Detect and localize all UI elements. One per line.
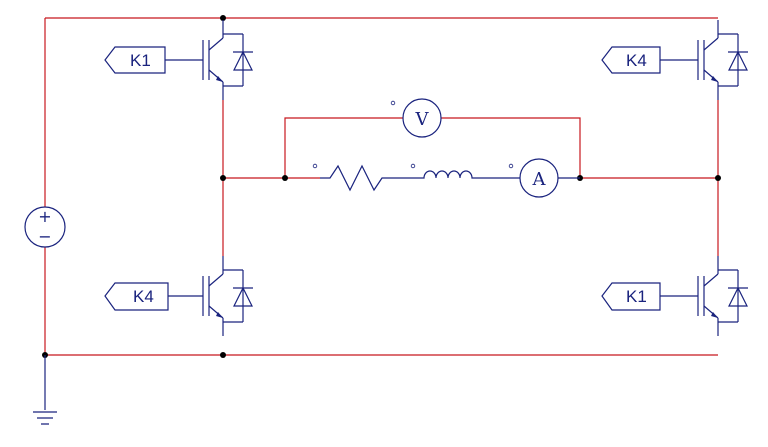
switch-top-right: K4: [601, 19, 749, 101]
ammeter: A: [508, 158, 580, 198]
voltmeter-label: V: [415, 109, 430, 130]
voltmeter: V: [390, 98, 442, 138]
gate-label-bottom-right: K1: [626, 287, 647, 306]
igbt-with-diode-icon: [202, 255, 254, 337]
source-plus-sign: +: [38, 207, 51, 226]
ammeter-pin-marker: [508, 163, 514, 169]
resistor-pin-marker: [312, 163, 318, 169]
gate-signal-tag: [601, 282, 661, 311]
gate-signal-tag: [104, 282, 169, 311]
node-mid-right: [715, 175, 721, 181]
igbt-with-diode-icon: [697, 255, 749, 337]
igbt-with-diode-icon: [202, 19, 254, 101]
voltmeter-pin-marker: [390, 100, 396, 106]
switch-top-left: K1: [104, 19, 254, 101]
gate-signal-tag: [601, 46, 661, 74]
node-top-left: [220, 15, 226, 21]
source-minus-sign: −: [38, 227, 51, 246]
ammeter-label: A: [532, 169, 547, 190]
voltmeter-left-wire: [284, 117, 403, 178]
resistor-icon: [312, 163, 410, 192]
voltmeter-right-wire: [441, 117, 581, 178]
gate-label-top-left: K1: [130, 51, 151, 70]
voltmeter-icon: [402, 98, 442, 138]
inductor-icon: [410, 163, 520, 179]
ground-icon: [33, 355, 57, 425]
gate-label-top-right: K4: [626, 51, 647, 70]
igbt-with-diode-icon: [697, 19, 749, 101]
inductor-pin-marker: [410, 163, 416, 169]
junction-nodes: [42, 15, 721, 358]
gate-signal-tag: [104, 46, 166, 74]
node-output-left: [282, 175, 288, 181]
switch-bottom-right: K1: [601, 255, 749, 337]
dc-voltage-source-icon: + −: [24, 206, 66, 248]
gate-label-bottom-left: K4: [133, 287, 154, 306]
node-bottom-left: [220, 352, 226, 358]
switch-bottom-left: K4: [104, 255, 254, 337]
node-mid-left: [220, 175, 226, 181]
